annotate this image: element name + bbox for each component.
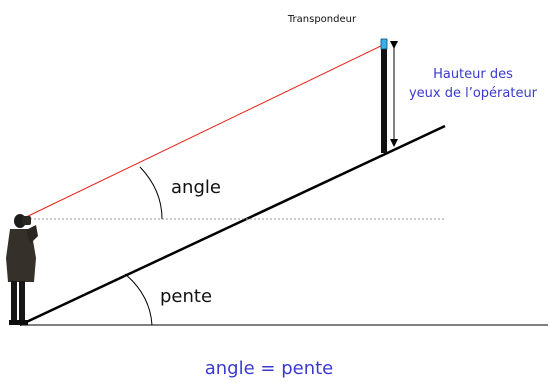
sight-angle-arc — [139, 166, 163, 220]
eye-height-label-line1: Hauteur des — [433, 67, 513, 82]
slope-ground-line — [19, 124, 446, 327]
pole — [381, 48, 387, 153]
slope-angle-arc — [124, 273, 153, 326]
sight-line — [21, 44, 384, 220]
slope-label: pente — [160, 286, 212, 307]
equation-label: angle = pente — [205, 358, 334, 379]
person-silhouette-icon — [6, 214, 38, 325]
eye-height-label-line2: yeux de l’opérateur — [409, 86, 538, 101]
transponder-icon — [380, 38, 388, 50]
transponder-label: Transpondeur — [287, 14, 357, 25]
angle-label: angle — [171, 177, 221, 198]
